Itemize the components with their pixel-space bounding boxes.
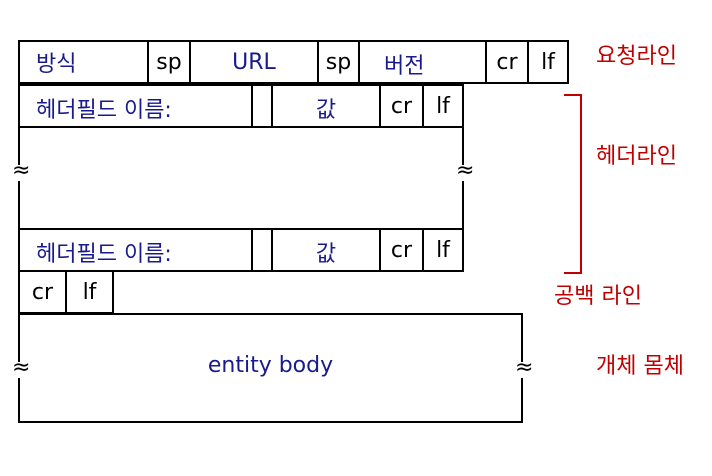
lf-field: lf	[422, 84, 464, 128]
break-mark-icon: ≈	[12, 355, 31, 380]
header-lines-label: 헤더라인	[596, 144, 677, 169]
entity-body-bottom-border	[18, 421, 523, 423]
cr-field: cr	[18, 270, 67, 314]
break-mark-icon: ≈	[515, 355, 534, 380]
request-line-label: 요청라인	[596, 44, 677, 69]
cr-field: cr	[379, 84, 424, 128]
header-lines-bracket	[564, 94, 582, 274]
cr-field: cr	[485, 40, 529, 84]
entity-body-side-label: 개체 몸체	[596, 354, 684, 379]
sp-field	[251, 228, 273, 272]
cr-field: cr	[379, 228, 424, 272]
header-value-field: 값	[271, 84, 381, 128]
header-name-field: 헤더필드 이름:	[18, 84, 253, 128]
url-field: URL	[189, 40, 319, 84]
break-mark-icon: ≈	[12, 158, 31, 183]
header-value-field: 값	[271, 228, 381, 272]
version-field: 버전	[358, 40, 487, 84]
lf-field: lf	[65, 270, 114, 314]
method-field: 방식	[18, 40, 149, 84]
header-name-field: 헤더필드 이름:	[18, 228, 253, 272]
lf-field: lf	[527, 40, 569, 84]
lf-field: lf	[422, 228, 464, 272]
sp-field	[251, 84, 273, 128]
entity-body-top-border	[18, 313, 523, 315]
sp-field-1: sp	[147, 40, 191, 84]
entity-body-label: entity body	[207, 353, 334, 378]
break-mark-icon: ≈	[456, 158, 475, 183]
blank-line-label: 공백 라인	[554, 284, 642, 309]
sp-field-2: sp	[317, 40, 360, 84]
